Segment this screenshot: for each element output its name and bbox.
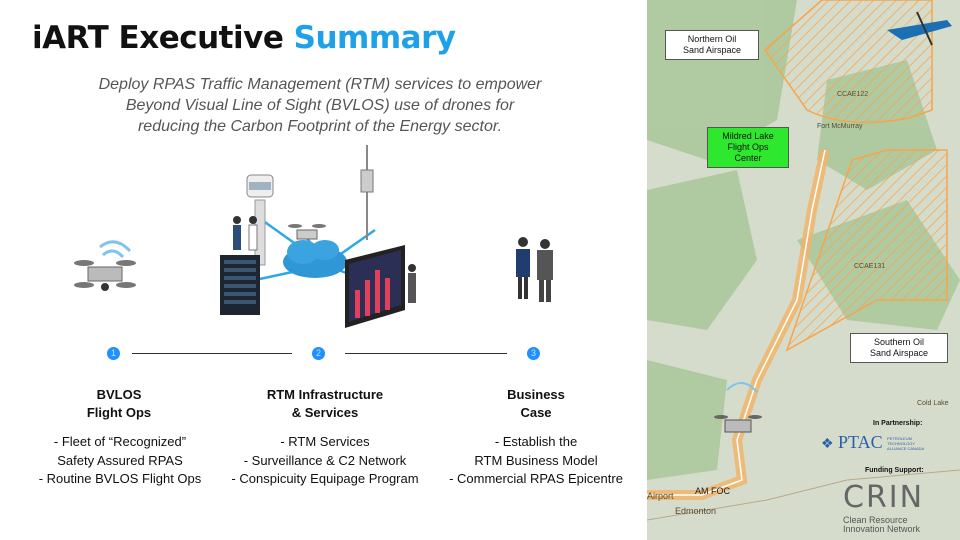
step-1-bullets: - Fleet of “Recognized” Safety Assured R…	[20, 433, 220, 489]
map-background	[647, 0, 960, 540]
step-3-bullets: - Establish the RTM Business Model - Com…	[436, 433, 636, 489]
heading-line: Flight Ops	[86, 405, 152, 420]
step-1-heading: BVLOS Flight Ops	[34, 386, 204, 422]
step-1-marker: 1	[107, 347, 120, 360]
airspace-label: CCAE131	[854, 263, 886, 270]
title-accent: Summary	[293, 20, 456, 56]
place-label: Fort McMurray	[817, 123, 863, 130]
bullet-line: - Conspicuity Equipage Program	[231, 471, 419, 486]
business-people-illustration	[516, 237, 553, 302]
place-label: Edmonton	[675, 506, 717, 516]
bullet-line: - RTM Services	[280, 434, 370, 449]
callout-line: Flight Ops	[727, 142, 769, 152]
step-3-marker: 3	[527, 347, 540, 360]
callout-line: Sand Airspace	[869, 348, 929, 358]
timeline-connector	[132, 353, 292, 354]
heading-line: RTM Infrastructure	[266, 387, 384, 402]
callout-line: Mildred Lake	[722, 131, 774, 141]
northern-airspace-callout: Northern Oil Sand Airspace	[665, 30, 759, 60]
callout-line: Sand Airspace	[682, 45, 742, 55]
subtitle: Deploy RPAS Traffic Management (RTM) ser…	[70, 74, 570, 137]
bullet-line: RTM Business Model	[474, 452, 598, 468]
bullet-line: - Commercial RPAS Epicentre	[449, 471, 623, 486]
bullet-line: - Surveillance & C2 Network	[243, 452, 407, 468]
place-label: Cold Lake	[917, 400, 949, 407]
bullet-line: - Fleet of “Recognized”	[53, 434, 187, 449]
southern-airspace-callout: Southern Oil Sand Airspace	[850, 333, 948, 363]
crin-subtext-line: Innovation Network	[843, 524, 921, 534]
page-title: iART Executive Summary	[32, 20, 456, 56]
callout-line: Southern Oil	[873, 337, 925, 347]
mildred-lake-callout: Mildred Lake Flight Ops Center	[707, 127, 789, 168]
airspace-map: CCAE122 CCAE131 Fort McMurray Cold Lake …	[647, 0, 960, 540]
title-main: iART Executive	[32, 20, 294, 56]
airspace-label: CCAE122	[837, 91, 869, 98]
rtm-infrastructure-illustration	[220, 145, 416, 328]
place-label: AM FOC	[695, 486, 730, 496]
timeline-connector	[345, 353, 507, 354]
ptac-logo-text: PTAC	[838, 432, 883, 452]
step-2-marker: 2	[312, 347, 325, 360]
callout-line: Northern Oil	[687, 34, 737, 44]
subtitle-line: Beyond Visual Line of Sight (BVLOS) use …	[125, 97, 515, 114]
funding-label: Funding Support:	[865, 467, 924, 474]
callout-line: Center	[734, 153, 762, 163]
bullet-line: - Establish the	[494, 434, 578, 449]
crin-logo: CRIN	[843, 480, 925, 515]
step-2-heading: RTM Infrastructure & Services	[240, 386, 410, 422]
heading-line: Case	[520, 405, 552, 420]
partnership-label: In Partnership:	[873, 420, 923, 427]
bullet-line: - Routine BVLOS Flight Ops	[38, 471, 202, 486]
drone-illustration	[74, 240, 136, 291]
crin-subtext-line: Clean Resource	[843, 515, 908, 525]
heading-line: BVLOS	[96, 387, 142, 402]
ptac-logo: ❖ PTAC PETROLEUM TECHNOLOGY ALLIANCE CAN…	[821, 432, 941, 454]
heading-line: & Services	[291, 405, 359, 420]
step-2-bullets: - RTM Services - Surveillance & C2 Netwo…	[225, 433, 425, 489]
bullet-line: Safety Assured RPAS	[57, 452, 183, 468]
ptac-logo-subtext: PETROLEUM TECHNOLOGY ALLIANCE CANADA	[887, 436, 925, 452]
crin-subtext: Clean Resource Innovation Network	[843, 516, 920, 534]
place-label: Airport	[647, 491, 674, 501]
subtitle-line: reducing the Carbon Footprint of the Ene…	[137, 118, 503, 135]
heading-line: Business	[507, 387, 565, 402]
step-3-heading: Business Case	[451, 386, 621, 422]
subtitle-line: Deploy RPAS Traffic Management (RTM) ser…	[98, 76, 542, 93]
